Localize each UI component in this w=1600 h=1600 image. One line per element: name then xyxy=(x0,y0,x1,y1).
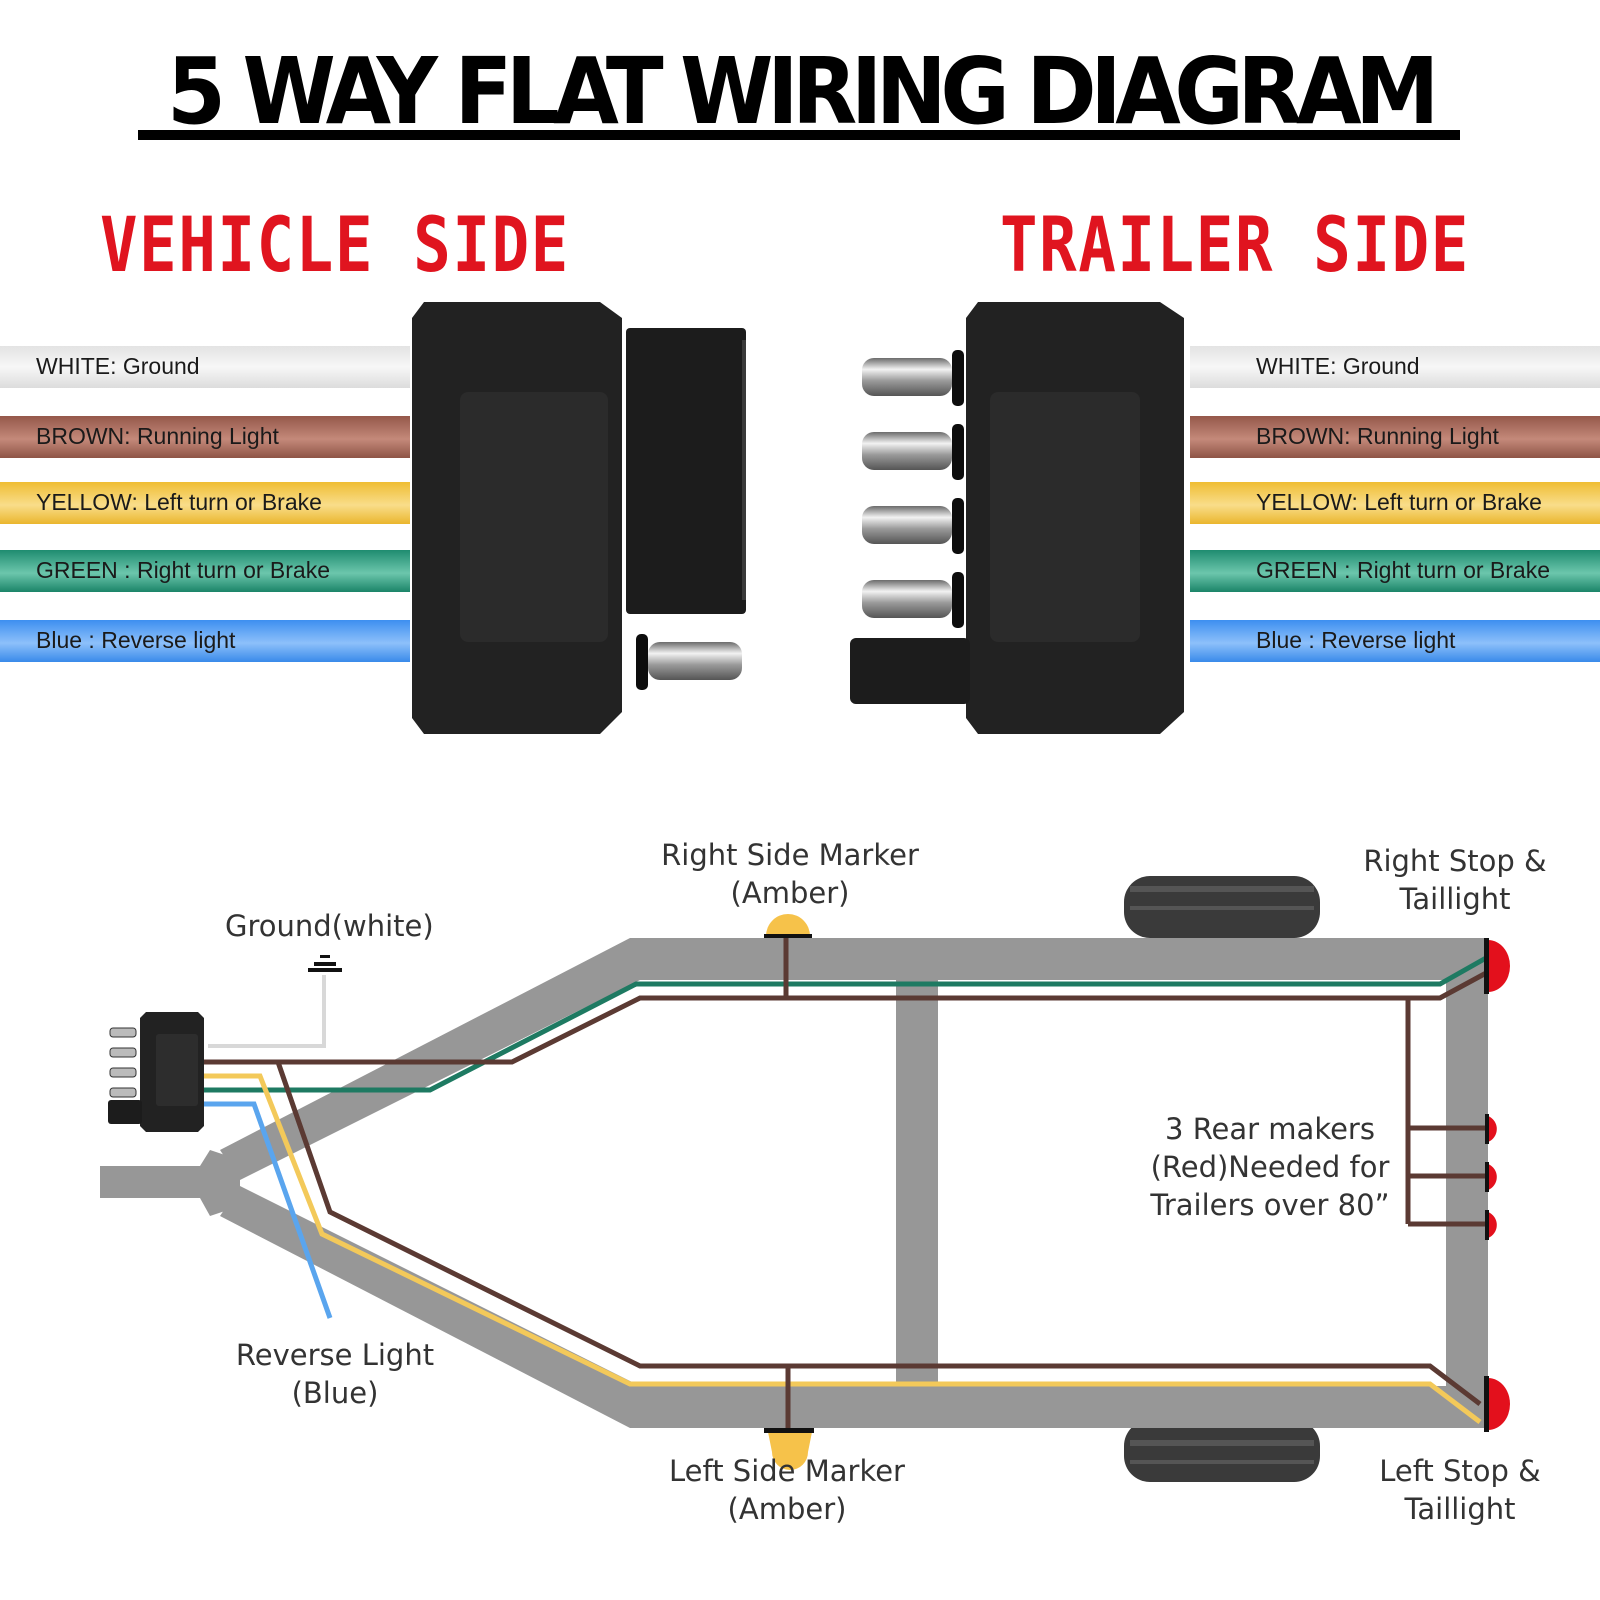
trailer-wire-brown: BROWN: Running Light xyxy=(1190,416,1600,458)
rear-marker-light-3 xyxy=(1485,1210,1497,1240)
ground-wire xyxy=(208,975,326,1048)
vehicle-wire-blue: Blue : Reverse light xyxy=(0,620,410,662)
top-tire xyxy=(1124,876,1320,938)
trailer-connector-pins xyxy=(862,350,964,628)
brown-wire-right xyxy=(204,969,1490,1065)
vehicle-wire-white: WHITE: Ground xyxy=(0,346,410,388)
wire-label: Blue : Reverse light xyxy=(36,627,236,653)
label-line: Trailers over 80” xyxy=(1150,1188,1390,1222)
label-line: Left Side Marker xyxy=(669,1454,905,1488)
vehicle-wire-yellow: YELLOW: Left turn or Brake xyxy=(0,482,410,524)
green-wire xyxy=(204,955,1488,1093)
label-line: Right Stop & xyxy=(1363,844,1547,878)
label-line: 3 Rear makers xyxy=(1165,1112,1375,1146)
label-line: Taillight xyxy=(1404,1492,1516,1526)
trailer-wire-white: WHITE: Ground xyxy=(1190,346,1600,388)
label-line: Right Side Marker xyxy=(661,838,919,872)
right-side-marker-light xyxy=(764,914,812,938)
ground-label: Ground(white) xyxy=(225,909,434,943)
trailer-plug-icon xyxy=(108,1012,204,1132)
wire-label: GREEN : Right turn or Brake xyxy=(1256,557,1550,583)
right-stop-taillight xyxy=(1484,938,1510,994)
label-line: (Red)Needed for xyxy=(1150,1150,1390,1184)
vehicle-side-heading: VEHICLE SIDE xyxy=(100,200,570,289)
vehicle-wire-brown: BROWN: Running Light xyxy=(0,416,410,458)
rear-markers-label: 3 Rear makers (Red)Needed for Trailers o… xyxy=(1140,1110,1400,1224)
label-line: (Amber) xyxy=(730,876,850,910)
left-side-marker-label: Left Side Marker (Amber) xyxy=(652,1452,922,1528)
trailer-connector-body xyxy=(850,302,1184,734)
vehicle-connector-pin xyxy=(636,634,742,690)
trailer-wire-yellow: YELLOW: Left turn or Brake xyxy=(1190,482,1600,524)
wire-label: BROWN: Running Light xyxy=(36,423,279,449)
label-line: Left Stop & xyxy=(1379,1454,1541,1488)
label-line: (Amber) xyxy=(727,1492,847,1526)
vehicle-wire-green: GREEN : Right turn or Brake xyxy=(0,550,410,592)
wire-label: YELLOW: Left turn or Brake xyxy=(1256,489,1542,515)
wire-label: WHITE: Ground xyxy=(36,353,200,379)
right-side-marker-label: Right Side Marker (Amber) xyxy=(650,836,930,912)
title-underline xyxy=(138,130,1460,140)
left-stop-label: Left Stop & Taillight xyxy=(1350,1452,1570,1528)
wire-label: GREEN : Right turn or Brake xyxy=(36,557,330,583)
wire-label: WHITE: Ground xyxy=(1256,353,1420,379)
wire-label: Blue : Reverse light xyxy=(1256,627,1456,653)
bottom-tire xyxy=(1124,1420,1320,1482)
page-title: 5 WAY FLAT WIRING DIAGRAM xyxy=(167,38,1439,145)
vehicle-connector-body xyxy=(412,302,746,734)
label-line: Taillight xyxy=(1399,882,1511,916)
wire-label: BROWN: Running Light xyxy=(1256,423,1499,449)
label-line: (Blue) xyxy=(291,1376,379,1410)
trailer-side-heading: TRAILER SIDE xyxy=(1000,200,1470,289)
wire-label: YELLOW: Left turn or Brake xyxy=(36,489,322,515)
trailer-wire-blue: Blue : Reverse light xyxy=(1190,620,1600,662)
left-stop-taillight xyxy=(1484,1376,1510,1432)
rear-marker-light-1 xyxy=(1485,1114,1497,1144)
ground-symbol-icon xyxy=(308,955,342,972)
trailer-wire-green: GREEN : Right turn or Brake xyxy=(1190,550,1600,592)
label-line: Reverse Light xyxy=(235,1338,435,1372)
right-stop-label: Right Stop & Taillight xyxy=(1340,842,1570,918)
reverse-light-label: Reverse Light (Blue) xyxy=(220,1336,450,1412)
rear-marker-light-2 xyxy=(1485,1162,1497,1192)
blue-wire xyxy=(204,1101,333,1319)
rear-marker-wiring xyxy=(1405,998,1488,1227)
